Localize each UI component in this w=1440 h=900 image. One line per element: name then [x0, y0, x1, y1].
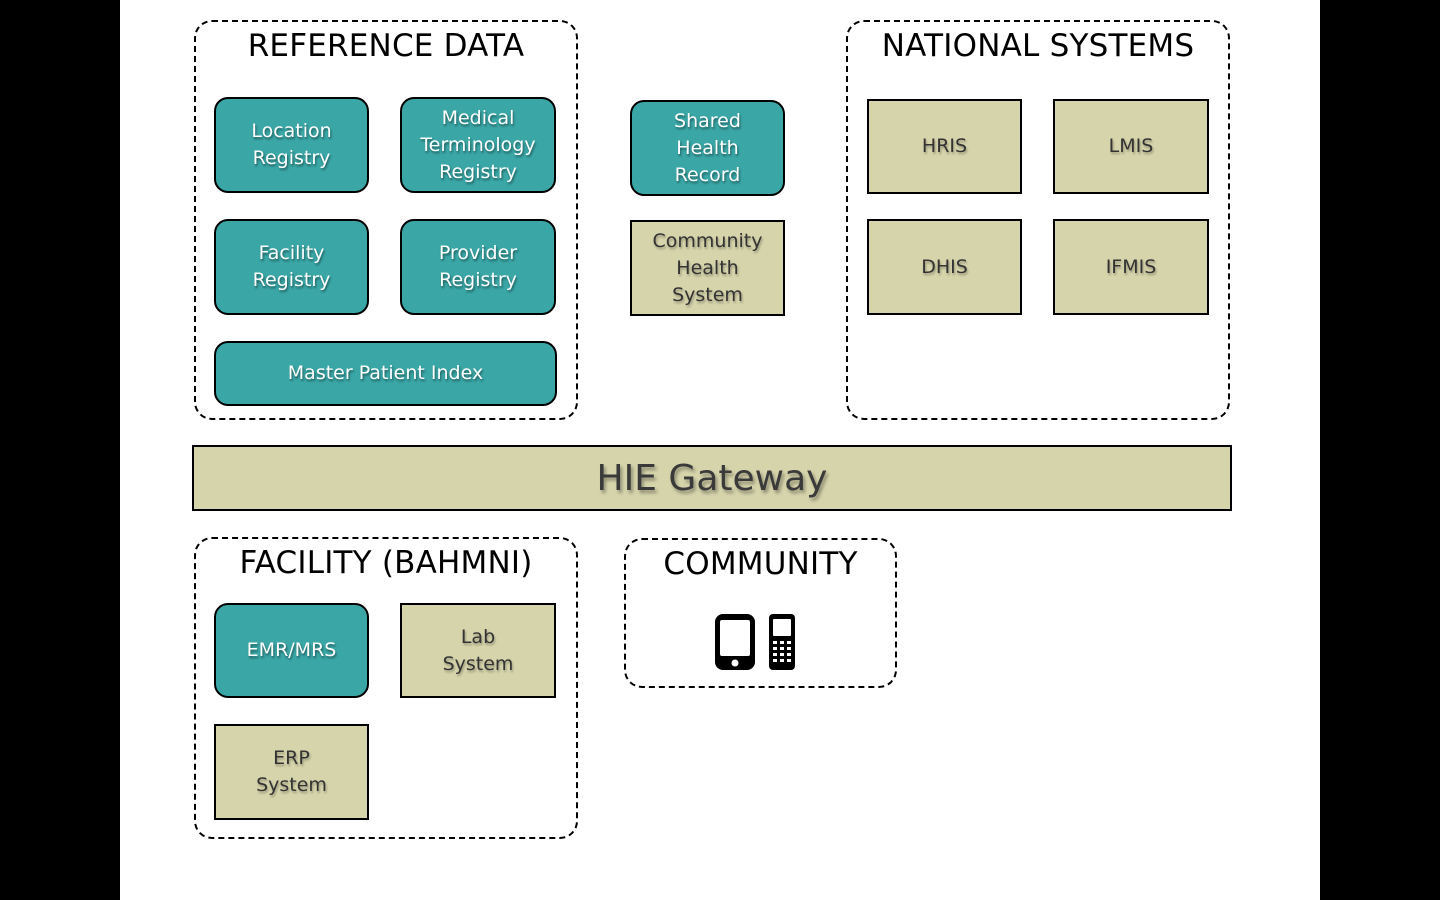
dhis-box: DHIS	[867, 219, 1022, 315]
community-group: COMMUNITY	[624, 538, 897, 688]
facility-registry-box: Facility Registry	[214, 219, 369, 315]
lmis-box: LMIS	[1053, 99, 1209, 194]
location-registry-box: Location Registry	[214, 97, 369, 193]
emr-mrs-box: EMR/MRS	[214, 603, 369, 698]
erp-system-box: ERP System	[214, 724, 369, 820]
hris-box: HRIS	[867, 99, 1022, 194]
reference-data-title: REFERENCE DATA	[247, 28, 525, 64]
lab-system-box: Lab System	[400, 603, 556, 698]
community-title: COMMUNITY	[663, 546, 858, 582]
master-patient-index-box: Master Patient Index	[214, 341, 557, 406]
reference-data-group: REFERENCE DATA	[194, 20, 578, 420]
medical-terminology-registry-box: Medical Terminology Registry	[400, 97, 556, 193]
national-systems-group: NATIONAL SYSTEMS	[846, 20, 1230, 420]
hie-gateway-bar: HIE Gateway	[192, 445, 1232, 511]
smartphone-icon	[715, 614, 755, 670]
national-systems-title: NATIONAL SYSTEMS	[881, 28, 1195, 64]
community-health-system-box: Community Health System	[630, 220, 785, 316]
facility-title: FACILITY (BAHMNI)	[239, 545, 533, 581]
provider-registry-box: Provider Registry	[400, 219, 556, 315]
shared-health-record-box: Shared Health Record	[630, 100, 785, 196]
ifmis-box: IFMIS	[1053, 219, 1209, 315]
facility-group: FACILITY (BAHMNI)	[194, 537, 578, 839]
feature-phone-icon	[769, 614, 795, 670]
slide-canvas: REFERENCE DATA Location Registry Medical…	[120, 0, 1320, 900]
